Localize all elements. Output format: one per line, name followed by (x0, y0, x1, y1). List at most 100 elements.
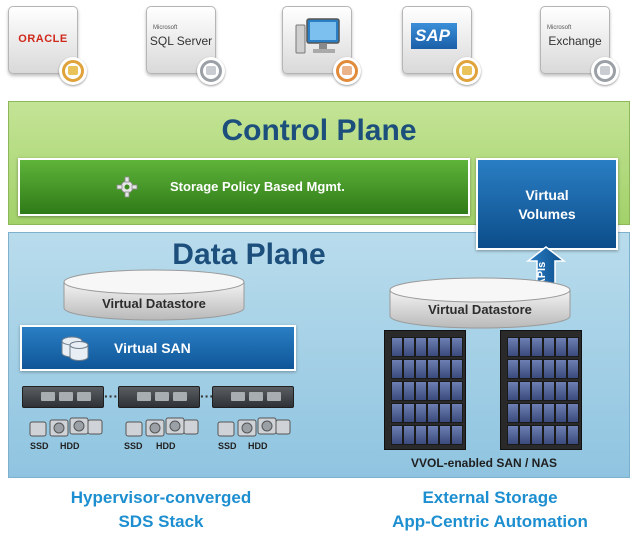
rack-disk-unit (415, 381, 427, 401)
ellipsis-separator: ··· (104, 388, 118, 404)
virtual-datastore-right: Virtual Datastore (386, 276, 574, 330)
virtual-datastore-left-label: Virtual Datastore (102, 296, 206, 311)
database-icon (61, 336, 89, 361)
rack-disk-unit (531, 359, 543, 379)
sql-server-logo: SQL Server (149, 34, 213, 48)
hdd-label: HDD (60, 441, 80, 451)
storage-array-rack (500, 330, 582, 450)
rack-disk-unit (391, 425, 403, 445)
vvol-san-nas-caption: VVOL-enabled SAN / NAS (410, 456, 558, 470)
sql-server-app-tile: Microsoft SQL Server (146, 6, 225, 85)
rack-disk-unit (403, 425, 415, 445)
virtual-volumes-label-line1: Virtual (525, 187, 569, 203)
rack-disk-unit (439, 381, 451, 401)
rack-disk-unit (415, 425, 427, 445)
gear-icon (116, 176, 138, 198)
control-plane-title: Control Plane (221, 114, 417, 147)
disk-drives-icon (125, 417, 199, 437)
sap-app-tile: SAP (402, 6, 481, 85)
hypervisor-converged-caption: Hypervisor-converged SDS Stack (36, 486, 286, 534)
rack-disk-unit (555, 381, 567, 401)
rack-disk-unit (427, 337, 439, 357)
rack-disk-unit (427, 425, 439, 445)
rack-disk-unit (451, 425, 463, 445)
rack-disk-unit (427, 359, 439, 379)
disk-drives-icon (29, 417, 103, 437)
rack-disk-unit (451, 359, 463, 379)
ellipsis-separator: ··· (200, 388, 214, 404)
data-plane-title: Data Plane (172, 238, 326, 271)
rack-disk-unit (567, 381, 579, 401)
virtual-datastore-right-label: Virtual Datastore (428, 302, 532, 317)
microsoft-prefix: Microsoft (547, 25, 572, 31)
rack-disk-unit (567, 337, 579, 357)
ssd-label: SSD (218, 441, 237, 451)
rack-disk-unit (543, 381, 555, 401)
rack-disk-unit (507, 381, 519, 401)
rack-disk-unit (439, 403, 451, 423)
rack-disk-unit (507, 359, 519, 379)
vm-badge-icon (453, 57, 481, 85)
rack-disk-unit (427, 381, 439, 401)
rack-disk-unit (567, 359, 579, 379)
hdd-label: HDD (248, 441, 268, 451)
caption-left-line2: SDS Stack (118, 512, 204, 531)
virtual-san-bar: Virtual SAN (20, 325, 296, 371)
rack-disk-unit (507, 337, 519, 357)
rack-disk-unit (403, 381, 415, 401)
vm-badge-icon (59, 57, 87, 85)
rack-disk-unit (507, 403, 519, 423)
rack-disk-unit (555, 403, 567, 423)
vm-badge-icon (591, 57, 619, 85)
server-host (22, 386, 104, 408)
computer-monitor-icon (295, 18, 340, 54)
rack-disk-unit (519, 337, 531, 357)
server-host (118, 386, 200, 408)
exchange-app-tile: Microsoft Exchange (540, 6, 619, 85)
rack-disk-unit (567, 403, 579, 423)
sap-logo: SAP (411, 23, 457, 49)
rack-disk-unit (543, 425, 555, 445)
external-storage-caption: External Storage App-Centric Automation (360, 486, 620, 534)
caption-left-line1: Hypervisor-converged (70, 488, 252, 507)
virtual-san-label: Virtual SAN (114, 340, 191, 356)
caption-right-line1: External Storage (422, 488, 558, 507)
rack-disk-unit (531, 337, 543, 357)
rack-disk-unit (403, 337, 415, 357)
rack-disk-unit (531, 403, 543, 423)
server-host (212, 386, 294, 408)
virtual-volumes-box: Virtual Volumes (476, 158, 618, 250)
rack-disk-unit (451, 381, 463, 401)
rack-disk-unit (543, 337, 555, 357)
virtual-datastore-left: Virtual Datastore (60, 268, 248, 322)
rack-disk-unit (543, 359, 555, 379)
rack-disk-unit (403, 403, 415, 423)
rack-disk-unit (391, 381, 403, 401)
caption-right-line2: App-Centric Automation (392, 512, 588, 531)
hdd-label: HDD (156, 441, 176, 451)
rack-disk-unit (415, 359, 427, 379)
vm-badge-icon (197, 57, 225, 85)
rack-disk-unit (427, 403, 439, 423)
storage-array-rack (384, 330, 466, 450)
rack-disk-unit (519, 381, 531, 401)
storage-policy-label: Storage Policy Based Mgmt. (170, 179, 345, 194)
rack-disk-unit (531, 381, 543, 401)
oracle-app-tile: ORACLE (8, 6, 87, 85)
rack-disk-unit (415, 337, 427, 357)
rack-disk-unit (403, 359, 415, 379)
disk-drives-icon (217, 417, 291, 437)
rack-disk-unit (391, 403, 403, 423)
vm-badge-icon (333, 57, 361, 85)
rack-disk-unit (391, 359, 403, 379)
exchange-logo: Exchange (548, 34, 602, 48)
rack-disk-unit (555, 359, 567, 379)
rack-disk-unit (439, 425, 451, 445)
rack-disk-unit (391, 337, 403, 357)
sap-logo-text: SAP (415, 26, 450, 45)
rack-disk-unit (519, 359, 531, 379)
oracle-logo: ORACLE (18, 33, 68, 45)
rack-disk-unit (567, 425, 579, 445)
rack-disk-unit (531, 425, 543, 445)
rack-disk-unit (519, 425, 531, 445)
